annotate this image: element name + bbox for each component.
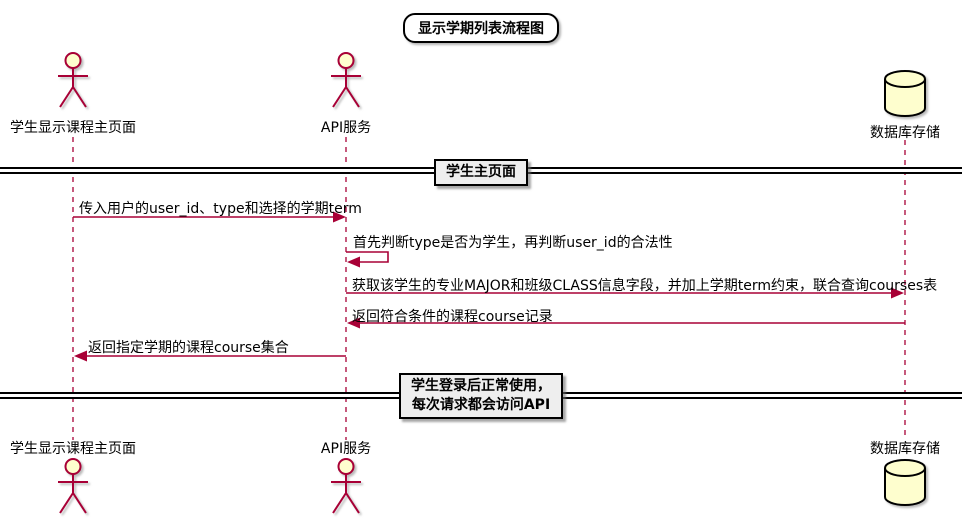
- participant-label-api-service-bottom: API服务: [320, 441, 372, 457]
- participant-label-api-service-top: API服务: [320, 120, 372, 136]
- actor-icon-api-service-top: [331, 52, 361, 108]
- participant-label-student-page-top: 学生显示课程主页面: [10, 120, 136, 136]
- message-text-4: 返回符合条件的课程course记录: [352, 309, 553, 325]
- message-text-3: 获取该学生的专业MAJOR和班级CLASS信息字段，并加上学期term约束，联合…: [352, 278, 938, 294]
- message-arrow-2-self: [346, 251, 389, 268]
- message-text-5: 返回指定学期的课程course集合: [88, 340, 289, 356]
- divider-2-text-line2: 每次请求都会访问API: [411, 397, 551, 413]
- participant-label-student-page-bottom: 学生显示课程主页面: [10, 441, 136, 457]
- actor-icon-student-page-top: [58, 52, 88, 108]
- participant-label-database-top: 数据库存储: [870, 125, 940, 141]
- divider-2-text-line1: 学生登录后正常使用，: [411, 378, 551, 394]
- divider-label-1: 学生主页面: [434, 159, 528, 186]
- divider-label-2: 学生登录后正常使用， 每次请求都会访问API: [399, 373, 563, 419]
- actor-icon-api-service-bottom: [331, 458, 361, 514]
- diagram-title: 显示学期列表流程图: [403, 13, 559, 43]
- participant-label-database-bottom: 数据库存储: [870, 441, 940, 457]
- divider-1-text: 学生主页面: [446, 164, 516, 180]
- message-text-2: 首先判断type是否为学生，再判断user_id的合法性: [353, 235, 673, 251]
- database-icon-top: [884, 70, 926, 117]
- database-icon-bottom: [884, 459, 926, 506]
- message-text-1: 传入用户的user_id、type和选择的学期term: [79, 201, 362, 217]
- actor-icon-student-page-bottom: [58, 458, 88, 514]
